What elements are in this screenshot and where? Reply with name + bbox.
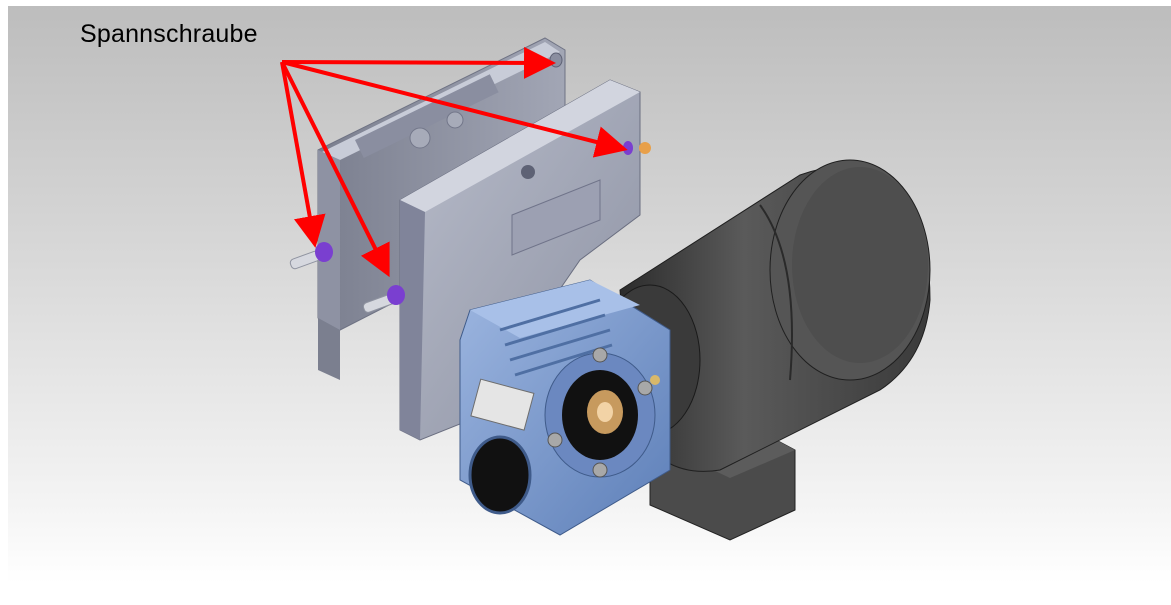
arrow-to-left-lower-screw: [280, 61, 390, 278]
arrow-to-right-screw: [281, 60, 628, 158]
arrow-to-left-upper-screw: [280, 61, 326, 248]
annotation-label: Spannschraube: [80, 20, 258, 48]
worm-gearbox: [459, 279, 671, 536]
tension-screw-top: [549, 52, 563, 68]
electric-motor: [599, 159, 931, 541]
annotation-arrows: [280, 46, 628, 278]
tension-screw-left-lower: [362, 285, 405, 313]
arrow-to-top-screw: [281, 46, 556, 79]
